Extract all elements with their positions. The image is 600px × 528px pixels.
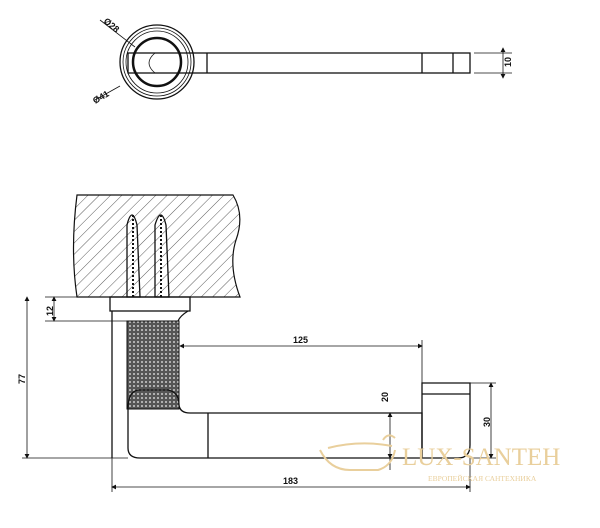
rosette-inner xyxy=(131,36,183,88)
lever-end xyxy=(421,382,471,459)
watermark-tagline: ЕВРОПЕЙСКАЯ САНТЕХНИКА xyxy=(428,474,537,483)
lever-top xyxy=(127,52,471,74)
dim-rosette-outer: Ø41 xyxy=(91,89,111,106)
watermark-brand: LUX-SANTEH xyxy=(402,444,560,471)
dim-total-height: 77 xyxy=(17,374,27,384)
side-view: 12 77 125 20 30 183 xyxy=(17,194,496,492)
rosette-plate xyxy=(109,296,191,312)
wall-anchors xyxy=(126,214,170,298)
lever-body xyxy=(127,389,423,459)
dim-end-height: 30 xyxy=(482,417,492,427)
top-view: Ø28 Ø41 10 xyxy=(91,16,513,106)
bathtub-logo-icon xyxy=(319,434,396,471)
dim-rosette-inner: Ø28 xyxy=(102,16,121,35)
dim-thickness: 10 xyxy=(503,57,513,67)
wall-section xyxy=(72,194,241,298)
dim-total-length: 183 xyxy=(283,476,298,486)
dim-lever-length: 125 xyxy=(293,335,308,345)
rosette-outer xyxy=(119,24,195,100)
watermark: LUX-SANTEH ЕВРОПЕЙСКАЯ САНТЕХНИКА xyxy=(319,434,560,483)
dim-lever-height: 20 xyxy=(380,392,390,402)
dim-plate: 12 xyxy=(45,306,55,316)
knurled-neck xyxy=(126,320,180,410)
